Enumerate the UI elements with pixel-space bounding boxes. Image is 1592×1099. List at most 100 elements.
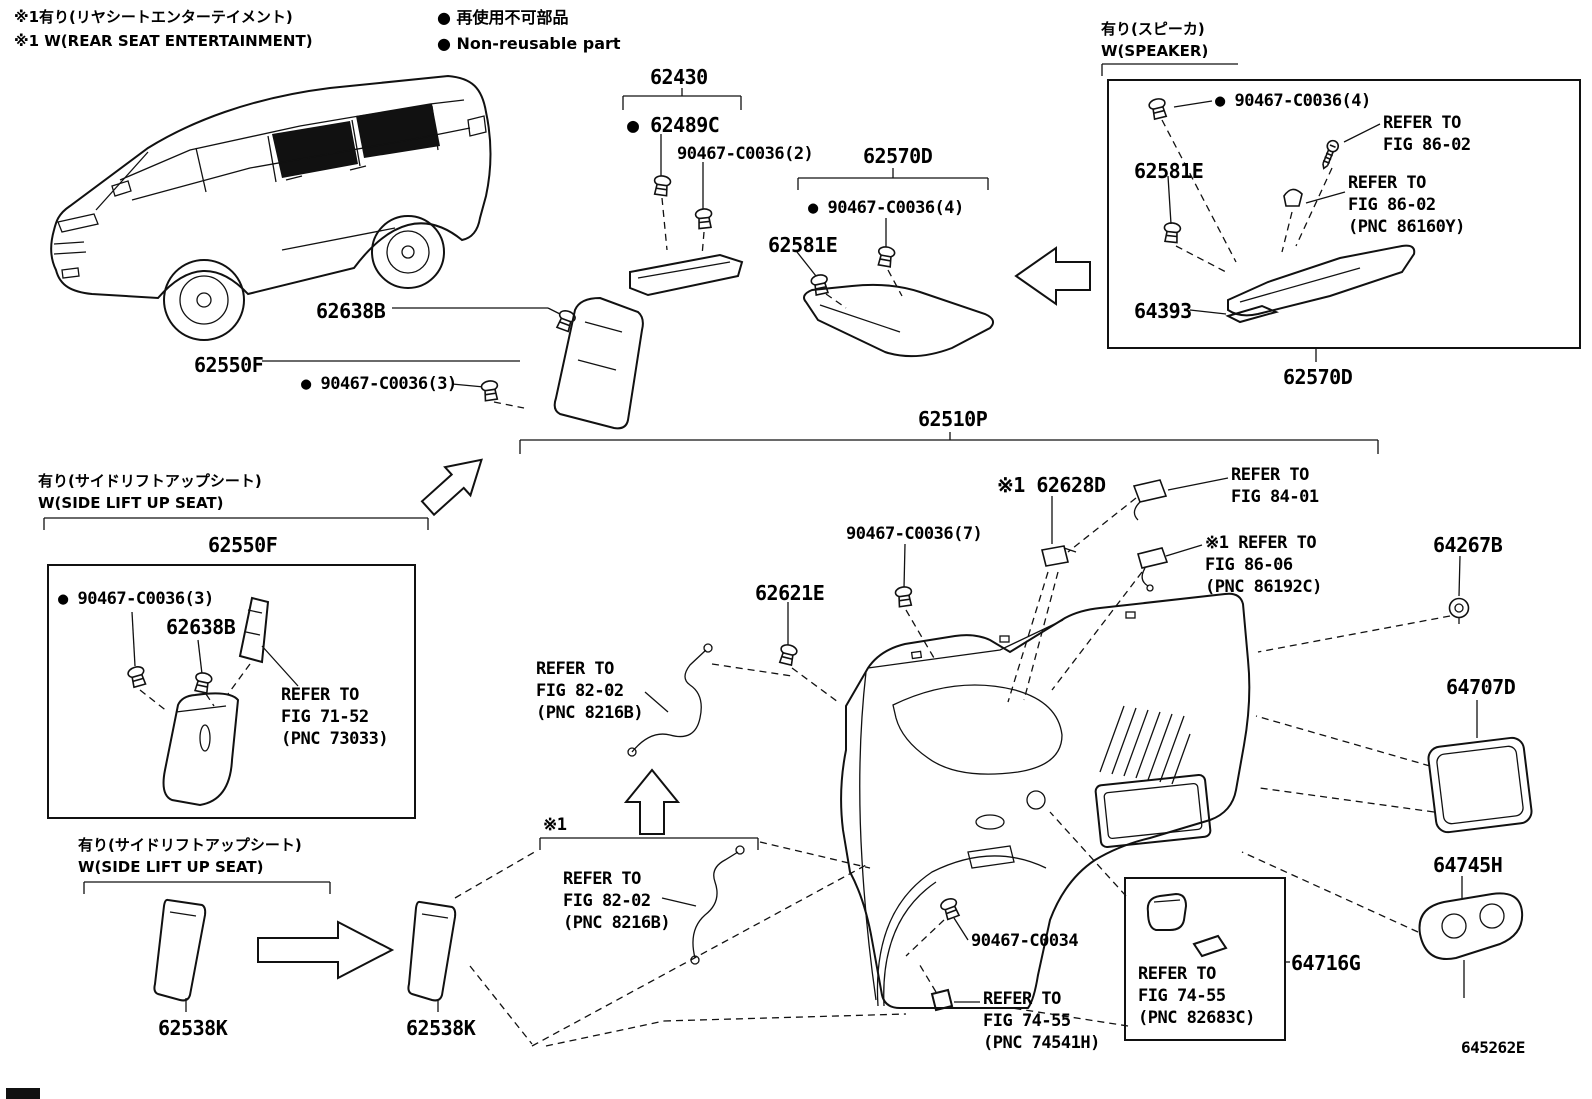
note-speaker-en: W(SPEAKER) (1101, 42, 1209, 60)
refer-fig8202-b: REFER TO FIG 82-02 (PNC 8216B) (563, 869, 671, 934)
cropped-artifact (6, 1088, 40, 1099)
part-90467-C0036-3-box: ● 90467-C0036(3) (58, 589, 214, 609)
note-liftseat-en-1: W(SIDE LIFT UP SEAT) (38, 494, 224, 512)
legend-nonreusable-jp: ● 再使用不可部品 (437, 8, 569, 27)
area-right-parts (1241, 555, 1533, 998)
part-62550F-box: 62550F (208, 533, 278, 557)
refer-fig8202-a: REFER TO FIG 82-02 (PNC 8216B) (536, 659, 644, 724)
part-62538K-b: 62538K (406, 1016, 476, 1040)
part-62510P: 62510P (918, 407, 988, 431)
wire-harness-drawing (627, 643, 713, 757)
part-90467-C0034: 90467-C0034 (971, 931, 1079, 951)
refer-fig8401: REFER TO FIG 84-01 (1231, 465, 1319, 508)
direction-arrow-right (257, 920, 395, 980)
refer-fig8602-a: REFER TO FIG 86-02 (1383, 113, 1471, 156)
part-62489C: ● 62489C (627, 113, 720, 137)
part-90467-C0036-4-spk: ● 90467-C0036(4) (1215, 91, 1371, 111)
part-62570D-top: 62570D (863, 144, 933, 168)
note-liftseat-jp-2: 有り(サイドリフトアップシート) (78, 836, 302, 854)
quarter-upper-panel-drawing (803, 283, 995, 358)
scuff-plate-drawing (629, 253, 744, 297)
clip-icon (777, 642, 799, 667)
cap-part-drawing (1146, 892, 1188, 931)
area-speaker-box (1014, 63, 1581, 362)
refer-fig7455-a: REFER TO FIG 74-55 (PNC 74541H) (983, 989, 1100, 1054)
grommet-64267B-drawing (1448, 597, 1470, 624)
refer-fig7455-b: REFER TO FIG 74-55 (PNC 82683C) (1138, 964, 1255, 1029)
part-62638B-top: 62638B (316, 299, 386, 323)
access-cover-64707D-drawing (1427, 736, 1533, 834)
clip-icon (938, 896, 962, 921)
clip-icon (1147, 96, 1169, 121)
note-speaker-jp: 有り(スピーカ) (1101, 20, 1205, 38)
bracket-ref1 (539, 837, 759, 850)
part-64393-drawing (1225, 304, 1280, 324)
part-62638B-box: 62638B (166, 615, 236, 639)
note-rear-seat-jp: ※1有り(リヤシートエンターテイメント) (14, 8, 293, 26)
part-90467-C0036-2: 90467-C0036(2) (677, 144, 814, 164)
bracket-speaker-note (1101, 63, 1238, 76)
part-62581E-mid: 62581E (768, 233, 838, 257)
bracket-74541H-drawing (930, 988, 954, 1012)
cap-part-drawing (1192, 934, 1228, 958)
trim-strip-drawing (153, 898, 207, 1002)
clip-icon (894, 585, 915, 608)
part-90467-C0036-4-mid: ● 90467-C0036(4) (808, 198, 964, 218)
note-liftseat-jp-1: 有り(サイドリフトアップシート) (38, 472, 262, 490)
refer-fig8602-b: REFER TO FIG 86-02 (PNC 86160Y) (1348, 173, 1465, 238)
area-62550F-top (262, 296, 644, 517)
vent-grille-hatching (1099, 705, 1191, 785)
car-illustration (50, 74, 492, 341)
part-64745H: 64745H (1433, 853, 1503, 877)
box-64716G (1124, 877, 1286, 1041)
cup-holder-64745H-drawing (1418, 892, 1524, 998)
area-62570D-top (796, 168, 995, 358)
clip-icon (1162, 221, 1182, 244)
clip-icon (192, 670, 214, 695)
part-90467-C0036-3-top: ● 90467-C0036(3) (301, 374, 457, 394)
clip-icon (694, 207, 714, 230)
liftseat-variant-box (47, 564, 416, 819)
bracket-liftseat-2 (83, 881, 331, 894)
refer-fig8606: ※1 REFER TO FIG 86-06 (PNC 86192C) (1205, 533, 1322, 598)
part-62621E: 62621E (755, 581, 825, 605)
part-64393: 64393 (1134, 299, 1192, 323)
part-62550F-top: 62550F (194, 353, 264, 377)
clip-icon (480, 379, 501, 402)
connector-62628D-drawing (1041, 545, 1077, 567)
part-62538K-a: 62538K (158, 1016, 228, 1040)
part-64267B: 64267B (1433, 533, 1503, 557)
clip-icon (809, 272, 831, 297)
part-62570D-spk: 62570D (1283, 365, 1353, 389)
note-rear-seat-en: ※1 W(REAR SEAT ENTERTAINMENT) (14, 32, 313, 50)
trim-strip-drawing (407, 900, 457, 1002)
legend-nonreusable-en: ● Non-reusable part (437, 34, 621, 53)
part-62581E-spk: 62581E (1134, 159, 1204, 183)
bracket-62430 (622, 88, 742, 110)
connector-fig8606-drawing (1137, 547, 1169, 592)
speaker-variant-box (1107, 79, 1581, 349)
bracket-62510P (519, 432, 1379, 454)
part-90467-C0036-7: 90467-C0036(7) (846, 524, 983, 544)
speaker-panel-drawing (1227, 244, 1416, 317)
note-liftseat-en-2: W(SIDE LIFT UP SEAT) (78, 858, 264, 876)
garnish-62638B-drawing (238, 596, 270, 664)
area-62550F-box (43, 517, 429, 819)
part-64707D: 64707D (1446, 675, 1516, 699)
area-62510P (519, 432, 1379, 1047)
area-62538K (83, 849, 539, 1045)
part-62430: 62430 (650, 65, 708, 89)
pillar-trim-drawing (162, 692, 240, 807)
direction-arrow-left (1014, 246, 1091, 306)
part-64716G: 64716G (1291, 951, 1361, 975)
area-62430 (622, 88, 744, 297)
direction-arrow-upright (420, 458, 483, 517)
clip-icon (126, 664, 149, 689)
connector-fig8401-drawing (1132, 479, 1168, 521)
clamp-icon (1283, 188, 1303, 207)
wire-harness-drawing (661, 845, 745, 965)
bracket-62570D (797, 168, 989, 190)
screw-icon (1317, 138, 1341, 172)
